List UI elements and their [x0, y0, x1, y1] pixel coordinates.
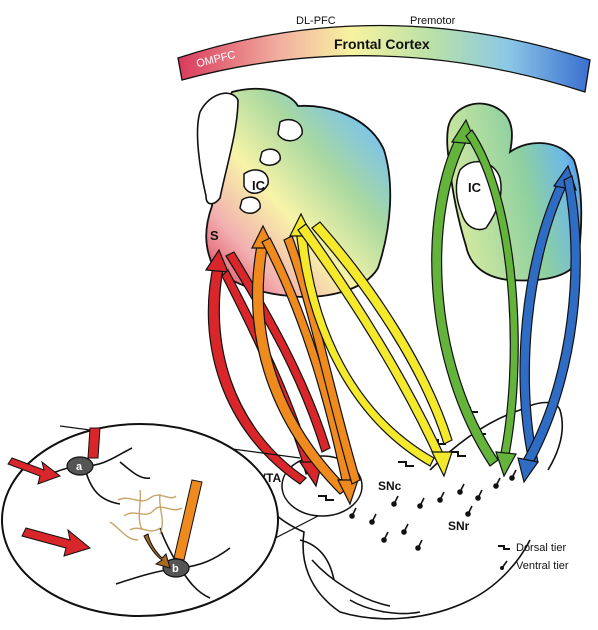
snc-label: SNc	[378, 479, 402, 493]
legend-ventral-label: Ventral tier	[516, 560, 569, 572]
blue-projection-arrows	[517, 164, 581, 484]
striatum-s-label: S	[210, 228, 219, 243]
left-striatum: IC S	[196, 88, 392, 298]
legend-dorsal: Dorsal tier	[498, 542, 566, 554]
left-ic-label: IC	[252, 178, 266, 193]
inset-neuron-view: a b	[1, 423, 279, 617]
frontal-cortex-arc: OMPFC DL-PFC Premotor Motor Frontal Cort…	[177, 15, 591, 93]
inset-red-arrow-bottom-left	[21, 527, 92, 557]
right-ic-label: IC	[468, 180, 482, 195]
arc-label-premotor: Premotor	[410, 15, 456, 27]
neuron-a-label: a	[76, 461, 83, 473]
legend-dorsal-label: Dorsal tier	[516, 542, 566, 554]
neuron-b-label: b	[172, 563, 179, 575]
legend-ventral: Ventral tier	[500, 560, 569, 572]
legend: Dorsal tier Ventral tier	[498, 542, 569, 572]
snr-label: SNr	[448, 519, 470, 533]
yellow-projection-arrows	[289, 212, 453, 478]
arc-title: Frontal Cortex	[334, 36, 430, 52]
brown-arrow	[143, 533, 171, 569]
inset-red-bar	[87, 427, 101, 459]
neuron-b: b	[115, 527, 231, 599]
ventral-tier-cells	[349, 469, 517, 551]
dendrite-tangle	[109, 489, 183, 541]
arc-label-dlpfc: DL-PFC	[296, 15, 336, 27]
inset-orange-bar	[173, 479, 203, 561]
inset-red-arrow-top-left	[7, 457, 62, 485]
green-projection-arrows	[431, 118, 519, 478]
